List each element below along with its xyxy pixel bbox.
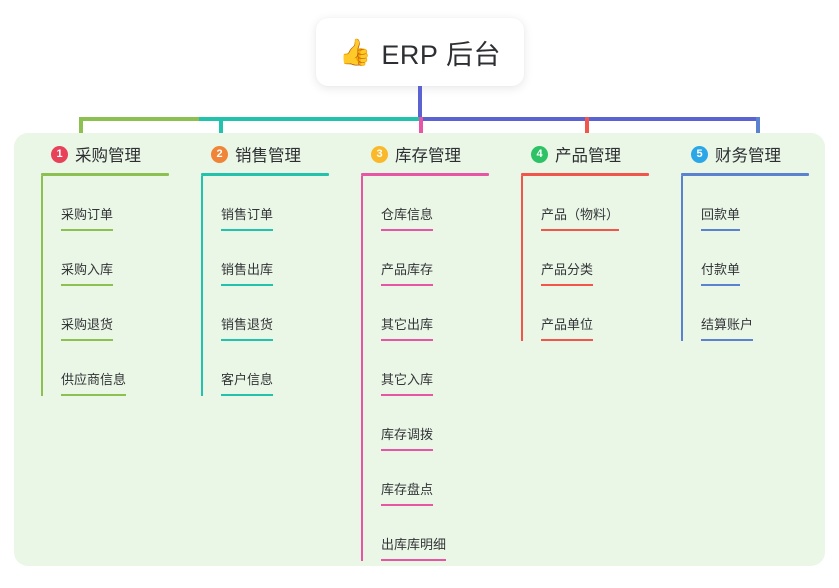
leaf-label: 产品单位 [541,317,594,341]
leaf-label: 其它出库 [381,317,434,341]
branch-items-3: 仓库信息 产品库存 其它出库 其它入库 库存调拨 库存盘点 出库库明细 [361,176,447,561]
leaf-label: 库存调拨 [381,427,434,451]
list-item[interactable]: 采购退货 [43,286,126,341]
leaf-label: 结算账户 [701,317,754,341]
list-item[interactable]: 销售出库 [203,231,274,286]
list-item[interactable]: 库存盘点 [363,451,446,506]
branch-column-2: 2 销售管理 销售订单 销售出库 销售退货 客户信息 [194,133,354,396]
list-item[interactable]: 采购订单 [43,176,126,231]
thumbs-up-icon: 👍 [339,37,372,67]
list-item[interactable]: 产品（物料） [523,176,620,231]
list-item[interactable]: 库存调拨 [363,396,446,451]
leaf-label: 销售退货 [221,317,274,341]
list-item[interactable]: 出库库明细 [363,506,447,561]
leaf-label: 回款单 [701,207,741,231]
list-item[interactable]: 付款单 [683,231,753,286]
leaf-label: 销售出库 [221,262,274,286]
branch-header-1[interactable]: 1 采购管理 [34,133,194,176]
list-item[interactable]: 其它出库 [363,286,446,341]
leaf-label: 供应商信息 [61,372,127,396]
list-item[interactable]: 供应商信息 [43,341,127,396]
list-item[interactable]: 回款单 [683,176,753,231]
leaf-label: 采购订单 [61,207,114,231]
branch-title-1: 采购管理 [75,147,141,165]
branch-column-1: 1 采购管理 采购订单 采购入库 采购退货 供应商信息 [34,133,194,396]
branch-badge-5: 5 [691,145,708,163]
leaf-label: 其它入库 [381,372,434,396]
leaf-label: 产品（物料） [541,207,620,231]
list-item[interactable]: 销售订单 [203,176,274,231]
branch-column-4: 4 产品管理 产品（物料） 产品分类 产品单位 [514,133,674,341]
branch-badge-1: 1 [51,145,68,163]
diagram-panel [14,133,825,566]
list-item[interactable]: 仓库信息 [363,176,446,231]
list-item[interactable]: 结算账户 [683,286,754,341]
branch-header-4[interactable]: 4 产品管理 [514,133,674,176]
branch-badge-3: 3 [371,145,388,163]
branch-header-3[interactable]: 3 库存管理 [354,133,514,176]
branch-title-3: 库存管理 [395,147,461,165]
leaf-label: 仓库信息 [381,207,434,231]
leaf-label: 出库库明细 [381,537,447,561]
list-item[interactable]: 其它入库 [363,341,446,396]
root-node[interactable]: 👍 ERP 后台 [316,18,524,86]
branch-badge-4: 4 [531,145,548,163]
branch-header-2[interactable]: 2 销售管理 [194,133,354,176]
branch-items-1: 采购订单 采购入库 采购退货 供应商信息 [41,176,127,396]
list-item[interactable]: 产品库存 [363,231,446,286]
branch-items-4: 产品（物料） 产品分类 产品单位 [521,176,620,341]
list-item[interactable]: 客户信息 [203,341,274,396]
branch-title-4: 产品管理 [555,147,621,165]
leaf-label: 采购入库 [61,262,114,286]
root-title: ERP 后台 [381,39,501,70]
branch-title-2: 销售管理 [235,147,301,165]
columns-container: 1 采购管理 采购订单 采购入库 采购退货 供应商信息 2 销售管理 销售订单 … [14,133,825,566]
branch-badge-2: 2 [211,145,228,163]
leaf-label: 付款单 [701,262,741,286]
leaf-label: 产品库存 [381,262,434,286]
branch-rule-3 [361,173,489,176]
list-item[interactable]: 采购入库 [43,231,126,286]
branch-items-2: 销售订单 销售出库 销售退货 客户信息 [201,176,274,396]
branch-column-3: 3 库存管理 仓库信息 产品库存 其它出库 其它入库 库存调拨 库存盘点 出库库… [354,133,514,561]
branch-column-5: 5 财务管理 回款单 付款单 结算账户 [674,133,834,341]
list-item[interactable]: 销售退货 [203,286,274,341]
leaf-label: 库存盘点 [381,482,434,506]
list-item[interactable]: 产品单位 [523,286,619,341]
leaf-label: 销售订单 [221,207,274,231]
branch-header-5[interactable]: 5 财务管理 [674,133,834,176]
leaf-label: 采购退货 [61,317,114,341]
branch-rule-5 [681,173,809,176]
branch-rule-4 [521,173,649,176]
branch-rule-2 [201,173,329,176]
leaf-label: 客户信息 [221,372,274,396]
branch-rule-1 [41,173,169,176]
list-item[interactable]: 产品分类 [523,231,619,286]
leaf-label: 产品分类 [541,262,594,286]
branch-items-5: 回款单 付款单 结算账户 [681,176,754,341]
branch-title-5: 财务管理 [715,147,781,165]
